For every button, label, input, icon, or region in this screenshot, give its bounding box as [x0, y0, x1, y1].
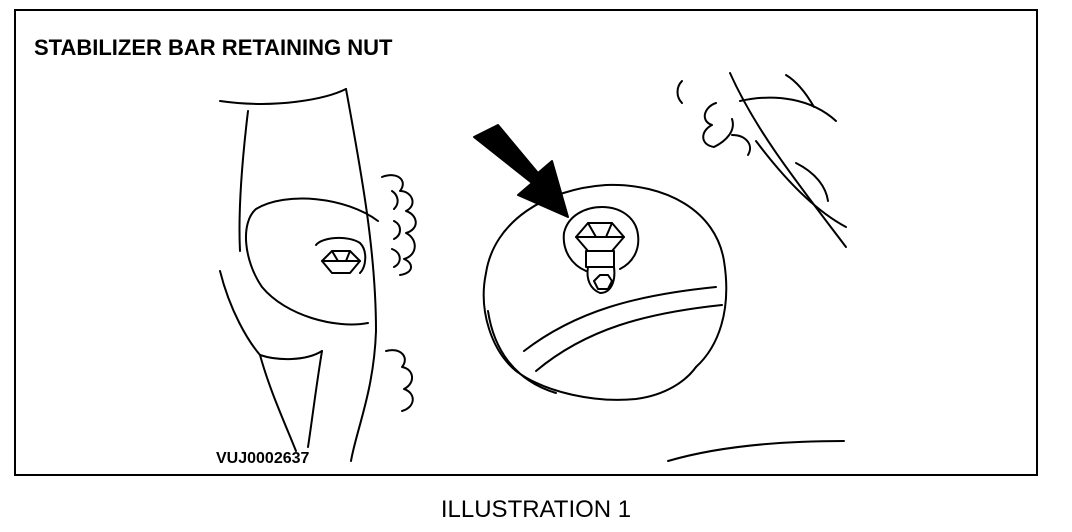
left-inner-edge: [238, 110, 249, 252]
center-disc-left: [482, 272, 697, 401]
illustration-frame: STABILIZER BAR RETAINING NUT: [14, 9, 1038, 476]
left-body-edge: [345, 88, 377, 462]
center-bar-upper: [523, 286, 717, 352]
right-curl-top: [676, 80, 683, 104]
center-bar-lower: [535, 304, 723, 372]
right-arc-side: [785, 74, 815, 108]
left-hex-nut-icon: [315, 237, 367, 274]
left-scallop-upper: [381, 174, 417, 276]
left-lower-body-2: [307, 350, 323, 448]
line-drawing: [219, 72, 847, 462]
left-upper-curve: [219, 88, 347, 105]
drawing-reference-code: VUJ0002637: [216, 450, 310, 467]
left-lower-arm: [219, 270, 323, 361]
center-disc-top: [485, 183, 728, 368]
pointer-arrow-icon: [473, 124, 569, 218]
right-arc-top: [739, 96, 837, 122]
right-scallop: [702, 102, 734, 148]
right-inner-line: [755, 140, 847, 228]
left-scallop-lower: [385, 349, 414, 412]
illustration-caption: ILLUSTRATION 1: [440, 496, 632, 523]
left-lower-body: [259, 354, 297, 452]
illustration-title: STABILIZER BAR RETAINING NUT: [34, 35, 393, 60]
right-view: [667, 72, 847, 462]
right-scallop-2: [731, 134, 751, 156]
right-lower-line: [667, 440, 845, 462]
center-disc-rim: [487, 310, 557, 394]
left-view: [219, 88, 417, 462]
center-view: [473, 124, 728, 401]
right-outer-line: [729, 72, 847, 248]
left-flange-ellipse: [245, 197, 379, 326]
left-scallop-upper-inner: [391, 190, 401, 268]
right-lobe: [795, 162, 829, 202]
center-hex-nut-icon: [562, 206, 640, 294]
